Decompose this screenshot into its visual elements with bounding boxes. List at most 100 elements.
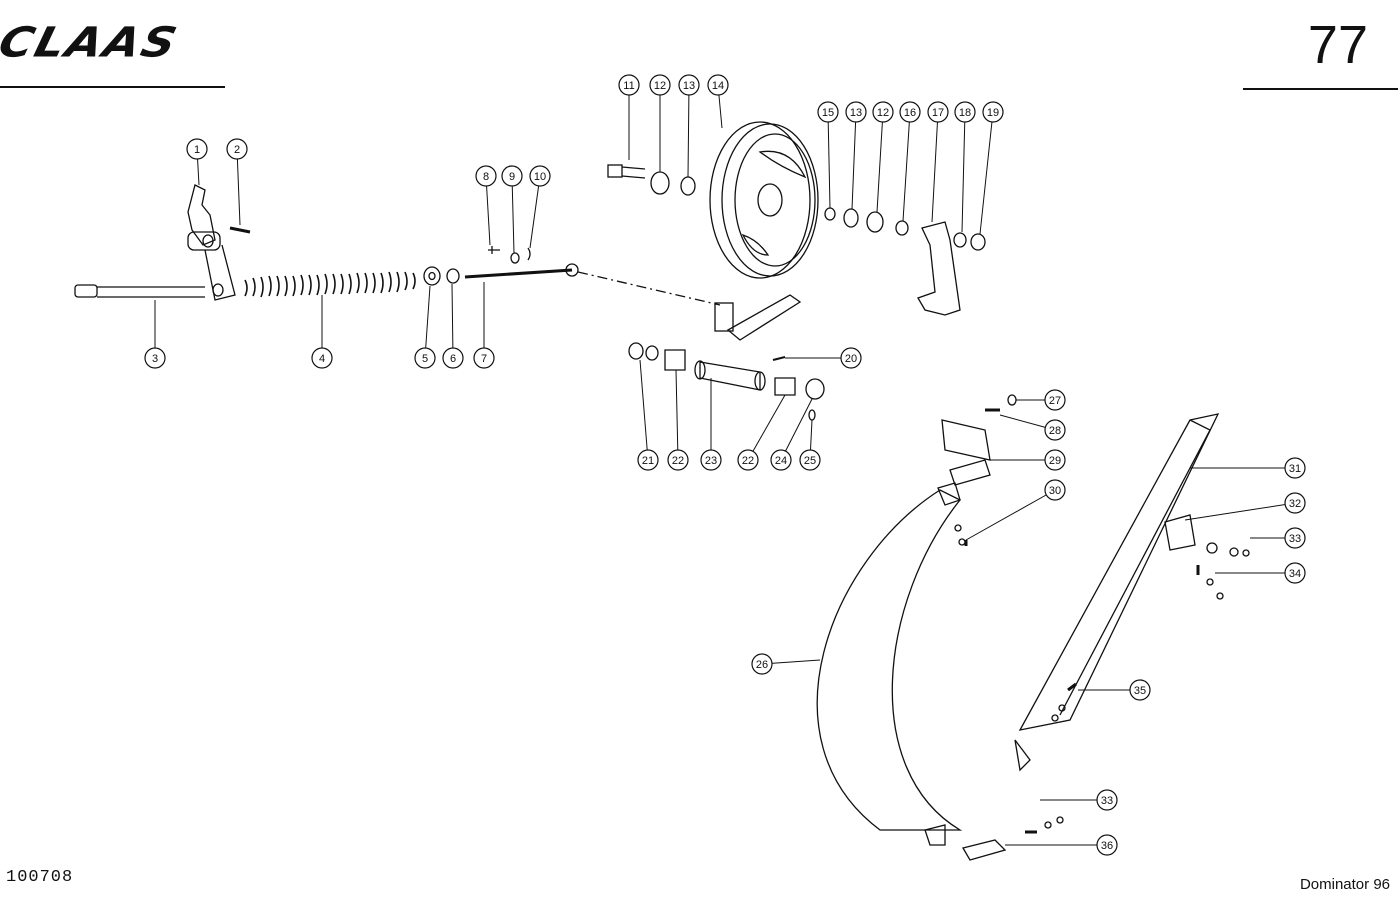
rod-part [464, 268, 573, 279]
part-callout: 30 [965, 479, 1066, 541]
guard-assembly [816, 413, 1250, 861]
part-callout: 29 [990, 449, 1066, 471]
part-callout: 15 [817, 101, 839, 209]
callout-circle [707, 74, 729, 96]
callout-circle [529, 165, 551, 187]
callout-number: 22 [742, 455, 754, 467]
part-callout: 13 [845, 101, 867, 210]
part-callout: 31 [1190, 457, 1306, 479]
callout-leader-line [851, 111, 857, 210]
callout-leader-line [747, 394, 786, 461]
callout-circle [678, 74, 700, 96]
part-callout: 18 [954, 101, 976, 233]
callout-number: 11 [623, 80, 634, 92]
callout-circle [1096, 834, 1118, 856]
callout-circle [737, 449, 759, 471]
washer-part [423, 266, 441, 286]
callout-leader-line [902, 111, 911, 222]
part-callout: 35 [1078, 679, 1151, 701]
model-name: Dominator 96 [1299, 876, 1390, 893]
callout-leader-line [687, 84, 690, 178]
callout-leader-line [236, 148, 241, 226]
callout-circle [226, 138, 248, 160]
part-callout: 10 [529, 165, 551, 249]
callout-circle [667, 449, 689, 471]
callout-number: 22 [672, 455, 684, 467]
callout-number: 2 [234, 144, 240, 156]
callout-leader-line [827, 111, 831, 209]
part-callout: 17 [927, 101, 949, 223]
callout-number: 35 [1134, 685, 1146, 697]
callout-leader-line [639, 359, 649, 461]
part-callout: 14 [707, 74, 729, 129]
part-callout: 36 [1005, 834, 1118, 856]
callout-leader-line [961, 111, 966, 233]
callout-circle [1284, 527, 1306, 549]
callout-circle [751, 653, 773, 675]
nut-part [446, 268, 460, 284]
callout-number: 25 [804, 455, 816, 467]
callout-number: 29 [1049, 455, 1061, 467]
callout-leader-line [485, 175, 491, 246]
callout-leader-line [1184, 502, 1296, 521]
part-callout: 19 [979, 101, 1004, 235]
part-callout: 22 [667, 369, 689, 471]
part-callout: 32 [1184, 492, 1306, 521]
callout-number: 7 [481, 353, 487, 365]
callout-circle [501, 165, 523, 187]
callout-circle [475, 165, 497, 187]
callout-circle [1284, 457, 1306, 479]
part-callout: 7 [473, 282, 495, 369]
part-callout: 6 [442, 283, 464, 369]
callout-leader-line [965, 489, 1056, 541]
callout-leader-line [876, 111, 884, 213]
callout-number: 15 [822, 107, 834, 119]
part-callout: 27 [1016, 389, 1066, 411]
callout-number: 36 [1101, 840, 1113, 852]
callout-number: 26 [756, 659, 768, 671]
callout-circle [899, 101, 921, 123]
callout-leader-line [451, 283, 454, 359]
callout-number: 13 [850, 107, 862, 119]
pin-part [229, 226, 251, 234]
part-callout: 28 [999, 414, 1066, 441]
callout-number: 17 [932, 107, 944, 119]
callout-number: 27 [1049, 395, 1061, 407]
drawing-code: 100708 [6, 868, 74, 887]
part-callout: 33 [1250, 527, 1306, 549]
part-callout: 33 [1040, 789, 1118, 811]
callout-circle [1044, 419, 1066, 441]
callout-circle [700, 449, 722, 471]
callout-number: 12 [877, 107, 889, 119]
header-rule-left [0, 86, 225, 88]
callout-circle [442, 347, 464, 369]
callout-circle [618, 74, 640, 96]
callout-number: 32 [1289, 498, 1301, 510]
part-callout: 22 [737, 394, 786, 471]
callout-number: 5 [422, 353, 428, 365]
part-callout: 26 [751, 653, 821, 675]
callout-number: 8 [483, 171, 489, 183]
callout-circle [817, 101, 839, 123]
callout-leader-line [931, 111, 939, 223]
callout-circle [1129, 679, 1151, 701]
callout-number: 12 [654, 80, 666, 92]
part-callout: 1 [186, 138, 208, 186]
part-callout: 24 [770, 398, 813, 471]
part-callout: 21 [637, 359, 659, 471]
callout-number: 19 [987, 107, 999, 119]
callout-number: 6 [450, 353, 456, 365]
callout-number: 3 [152, 353, 158, 365]
callout-number: 18 [959, 107, 971, 119]
callout-number: 21 [642, 455, 654, 467]
callout-circle [1044, 479, 1066, 501]
part-callout: 13 [678, 74, 700, 178]
callout-circle [872, 101, 894, 123]
callout-circle [649, 74, 671, 96]
part-callout: 12 [872, 101, 894, 213]
callout-number: 33 [1101, 795, 1113, 807]
parts-drawing [74, 121, 1250, 861]
